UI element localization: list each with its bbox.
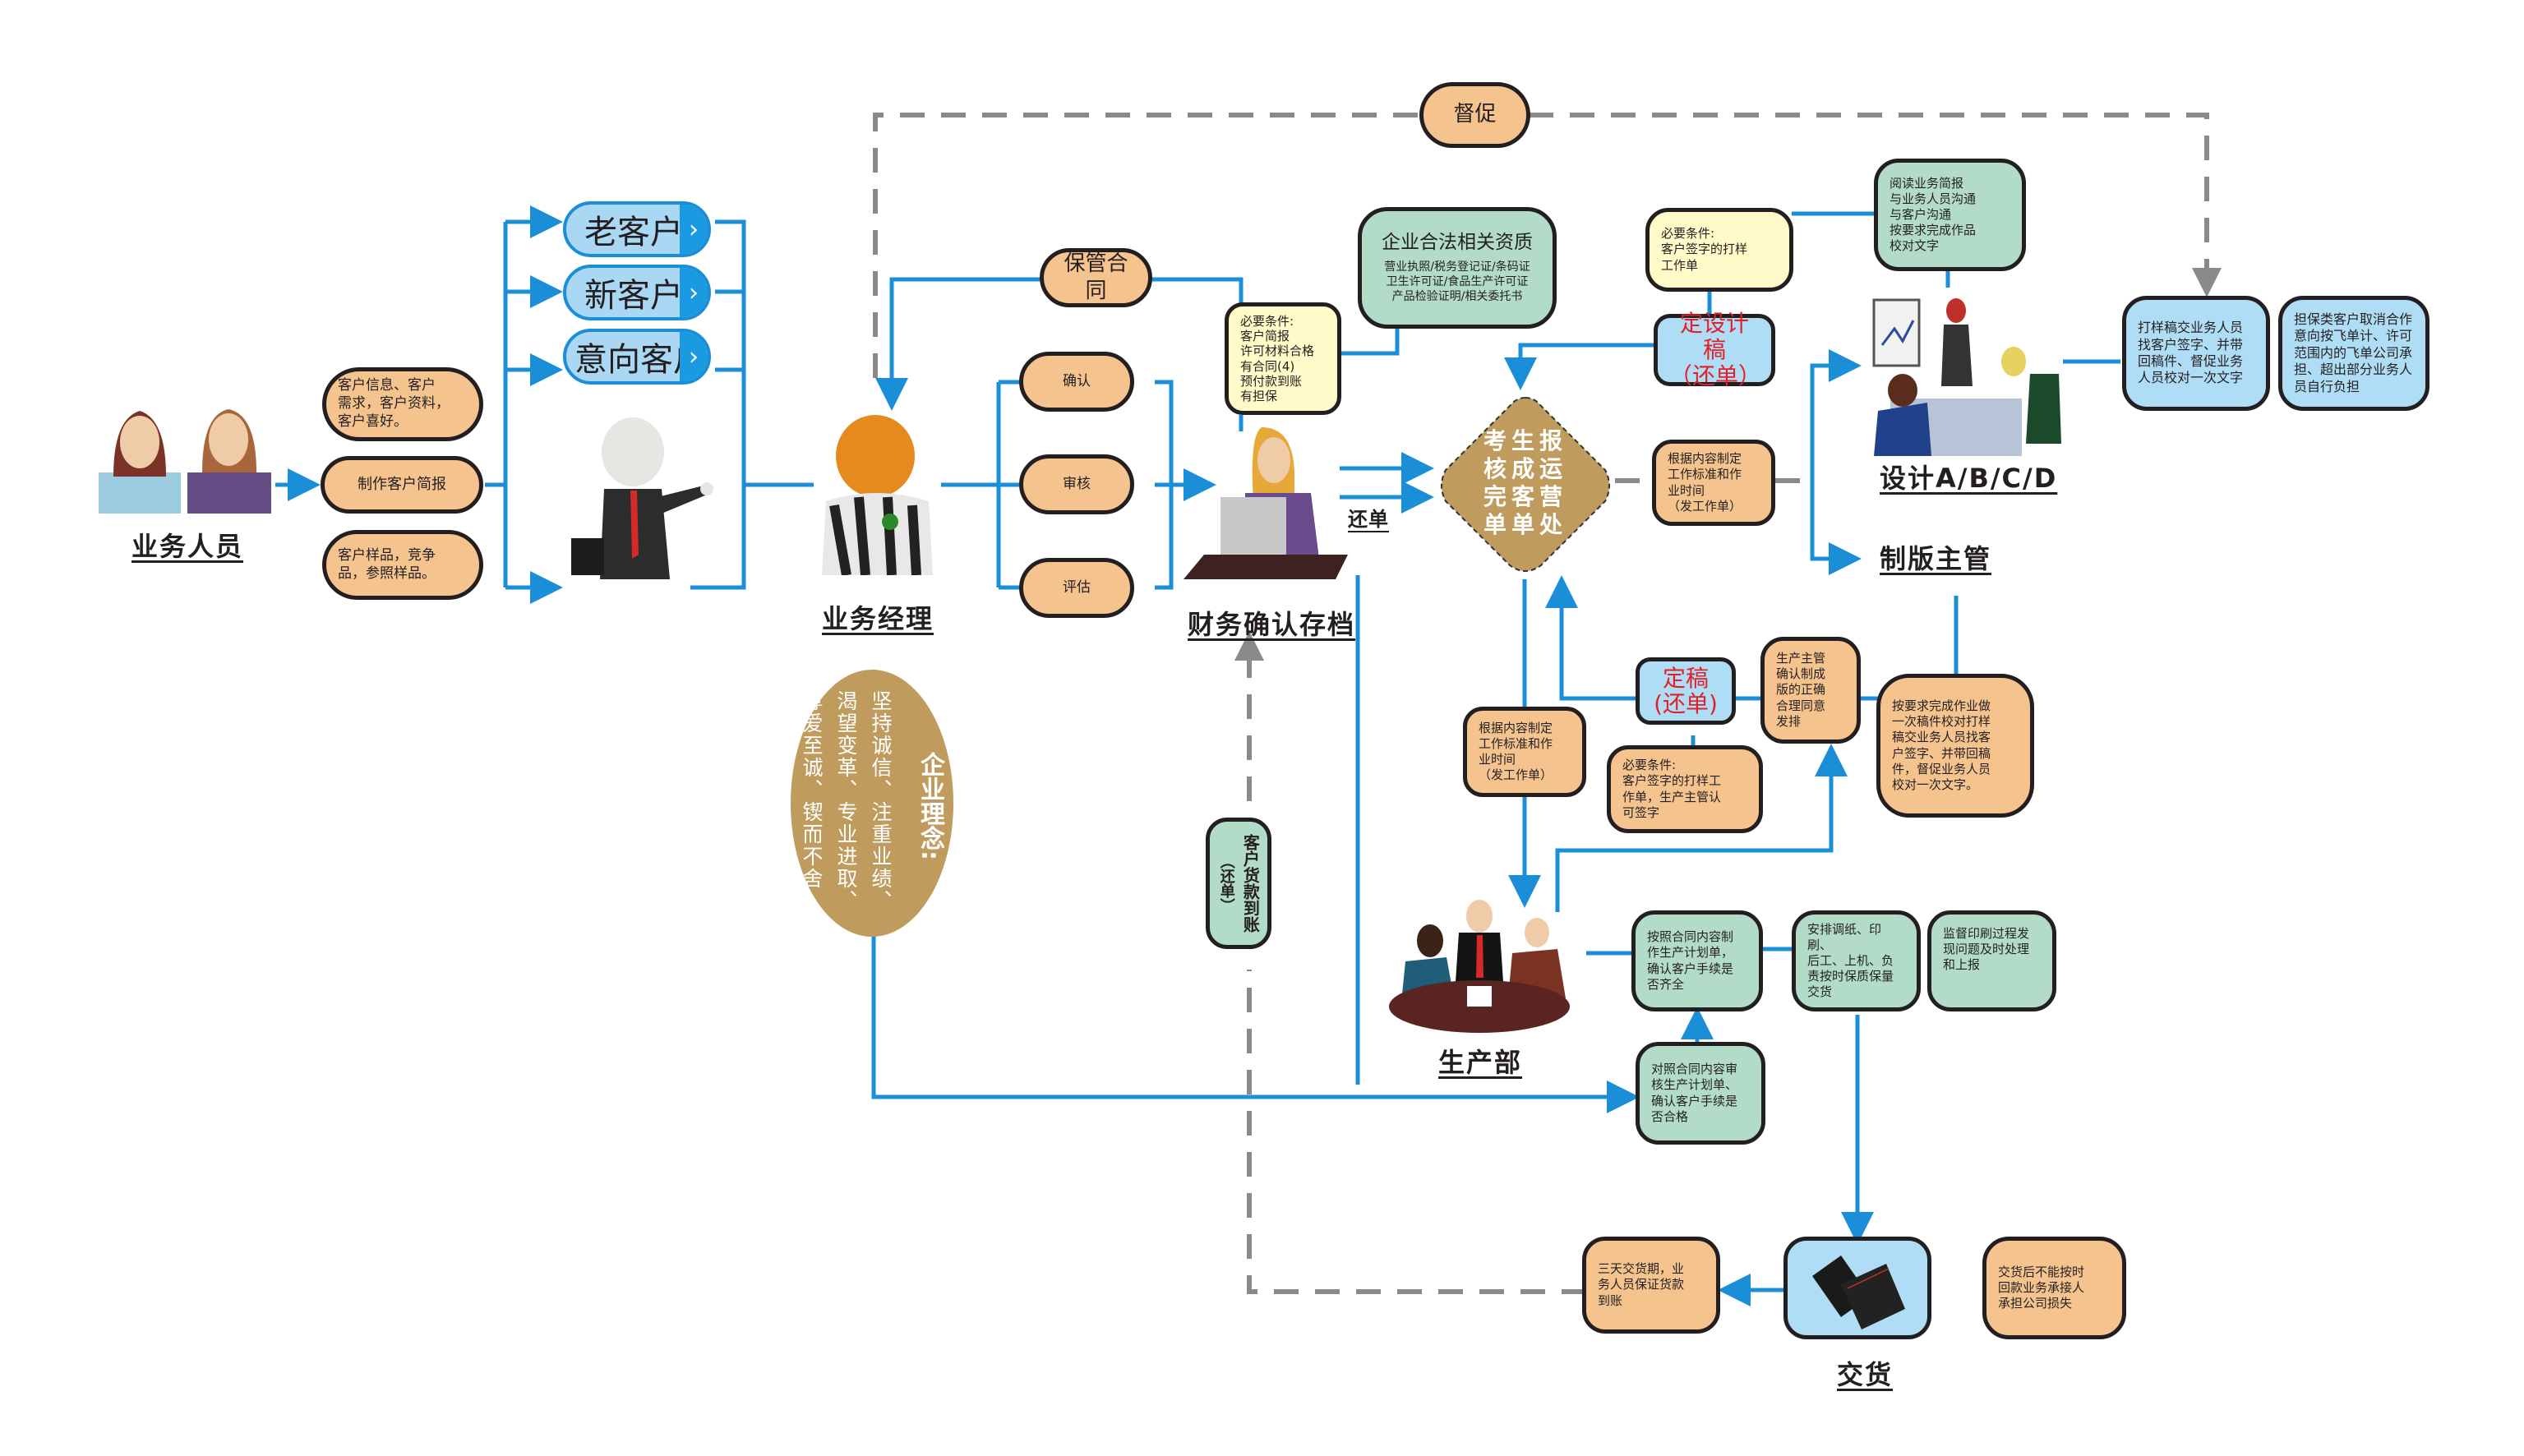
client-new[interactable]: 新客户 › [563,265,711,320]
design-conditions-box: 必要条件: 客户签字的打样 工作单 [1645,208,1793,292]
sales-staff-figure [97,394,274,514]
dash-supervise-right [1529,113,2222,297]
philosophy-title: 企业理念: [916,752,944,860]
actor-sales-manager: 业务经理 [822,603,934,634]
flow-keep-contract-right [1147,277,1244,304]
qualifications-line: 营业执照/税务登记证/条码证 [1384,260,1530,274]
actor-plate-supervisor: 制版主管 [1880,543,1992,574]
supervise-box: 督促 [1419,82,1530,148]
flow-finaldraft-up [1545,575,1636,701]
booklet-icon [1812,1255,1905,1329]
diamond-line: 考生报 [1483,427,1567,454]
actor-production: 生产部 [1438,1047,1523,1078]
flow-production-up [1555,744,1848,912]
client-intent[interactable]: 意向客户 › [563,329,711,385]
qualifications-line: 产品检验证明/相关委托书 [1391,289,1523,303]
flow-brief-branch [485,222,508,587]
finance-conditions-box: 必要条件: 客户简报 许可材料合格 有合同(4) 预付款到账 有担保 [1225,302,1341,415]
actor-delivery: 交货 [1837,1359,1894,1390]
make-brief-box: 制作客户简报 [321,456,483,514]
philosophy-line: 尊爱至诚、锲而不舍 [800,690,824,890]
payment-received-main: 客户货款到账 [1240,834,1261,933]
diamond-line: 单单处 [1483,511,1567,539]
design-tasks-box: 阅读业务简报 与业务人员沟通 与客户沟通 按要求完成作品 校对文字 [1874,159,2026,271]
client-info-box: 客户信息、客户 需求，客户资料， 客户喜好。 [322,367,483,441]
work-standard-top-box: 根据内容制定 工作标准和作 业时间 （发工作单） [1652,440,1775,526]
supervise-print-box: 监督印刷过程发 现问题及时处理 和上报 [1927,910,2056,1011]
philosophy-line: 坚持诚信、注重业绩、 [869,690,893,912]
final-draft-label: 定稿 (还单) [1654,664,1718,717]
philosophy-line: 渴望变革、专业进取、 [834,690,858,912]
center-diamond: 考生报 核成运 完客营 单单处 [1434,394,1617,577]
final-draft-box: 定稿 (还单) [1636,657,1736,725]
client-new-label: 新客户 [584,277,683,315]
return-order-label: 还单 [1348,508,1389,531]
dash-payment-loop [1249,641,1586,1294]
arrange-print-box: 安排调纸、印刷、 后工、上机、负 责按时保质保量 交货 [1792,910,1921,1011]
delivery-term-box: 三天交货期，业 务人员保证货款 到账 [1582,1237,1720,1334]
review-evaluate-box: 评估 [1019,558,1134,618]
qualifications-title: 企业合法相关资质 [1382,232,1533,254]
flow-to-plate [1810,534,1862,575]
diamond-line: 核成运 [1483,455,1567,483]
sales-manager-figure [810,411,945,577]
payment-received-box: 客户货款到账 （还单） [1206,818,1271,949]
qualifications-line: 卫生许可证/食品生产许可证 [1386,274,1529,288]
flow-manager-review [941,380,1023,590]
dash-supervise-left [873,113,1418,386]
production-plan-box: 按照合同内容制 作生产计划单， 确认客户手续是 否齐全 [1631,910,1763,1011]
production-team-figure [1381,896,1578,1035]
client-old[interactable]: 老客户 › [563,201,711,257]
flow-review-merge [1155,380,1208,590]
review-plan-box: 对照合同内容审 核生产计划单、 确认客户手续是 否合格 [1636,1042,1765,1145]
keep-contract-box: 保管合同 [1040,248,1152,307]
review-confirm-box: 确认 [1019,352,1134,412]
finance-clerk-figure [1179,427,1356,592]
design-team-figure [1866,296,2063,456]
final-conditions-box: 必要条件: 客户签字的打样工 作单，生产主管认 可签字 [1607,745,1763,833]
production-confirm-box: 生产主管 确认制成 版的正确 合理同意 发排 [1760,637,1861,744]
flow-design-to-diamond [1504,343,1660,390]
late-payment-box: 交货后不能按时 回款业务承接人 承担公司损失 [1982,1237,2126,1339]
delivery-box [1783,1237,1931,1339]
company-philosophy-oval: 企业理念: 坚持诚信、注重业绩、 渴望变革、专业进取、 尊爱至诚、锲而不舍 [791,670,953,937]
client-old-label: 老客户 [584,214,683,251]
plate-task-box: 按要求完成作业做 一次稿件校对打样 稿交业务人员找客 户签字、并带回稿 件，督促… [1876,674,2034,818]
review-audit-box: 审核 [1019,454,1134,514]
flow-merge [690,219,814,590]
qualifications-box: 企业合法相关资质 营业执照/税务登记证/条码证 卫生许可证/食品生产许可证 产品… [1358,207,1557,329]
actor-sales-staff: 业务人员 [132,531,244,562]
design-final-box: 定设计稿 （还单） [1654,310,1775,389]
design-final-label: 定设计稿 （还单） [1669,309,1762,390]
guarantee-cancel-box: 担保类客户取消合作 意向按飞单计、许可 范围内的飞单公司承 担、超出部分业务人 … [2278,296,2429,411]
chevron-right-icon: › [680,268,708,317]
diamond-line: 完客营 [1483,483,1567,511]
actor-design: 设计A/B/C/D [1880,463,2058,494]
work-standard-bottom-box: 根据内容制定 工作标准和作 业时间 （发工作单） [1463,707,1586,797]
chevron-right-icon: › [680,205,708,254]
flow-cond-qual [1340,329,1400,356]
flow-to-design-img [1810,349,1862,534]
payment-received-sub: （还单） [1217,854,1235,913]
businessman-figure [567,415,715,592]
actor-finance: 财务确认存档 [1188,609,1356,640]
flow-keep-contract [875,277,1044,411]
client-samples-box: 客户样品，竞争 品，参照样品。 [322,530,483,600]
proof-to-sales-box: 打样稿交业务人员 找客户签字、并带 回稿件、督促业务 人员校对一次文字 [2122,296,2270,411]
